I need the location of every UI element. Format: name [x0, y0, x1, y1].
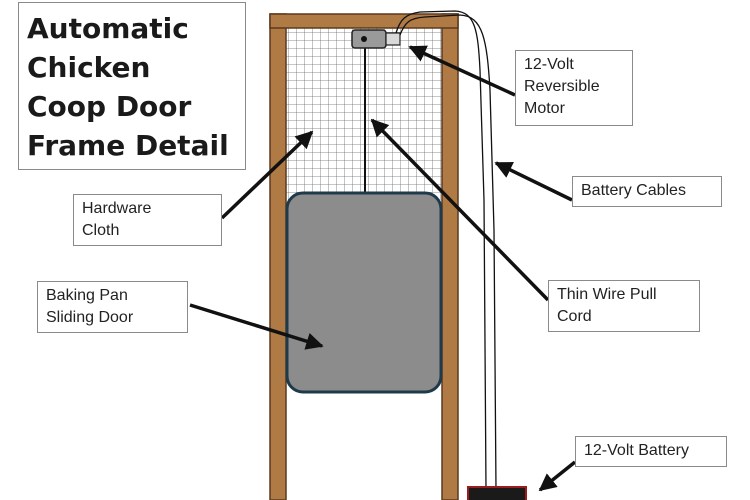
- diagram-title: Automatic Chicken Coop Door Frame Detail: [18, 2, 246, 170]
- motor-terminal: [385, 32, 401, 46]
- frame-right-post: [441, 13, 459, 500]
- battery: [467, 486, 527, 500]
- label-battery: 12-Volt Battery: [575, 436, 727, 467]
- arrow-pull-cord: [370, 118, 550, 302]
- label-pull-cord: Thin Wire Pull Cord: [548, 280, 700, 332]
- battery-cable-2: [399, 14, 497, 491]
- label-sliding-door: Baking Pan Sliding Door: [37, 281, 188, 333]
- title-line: Frame Detail: [27, 129, 229, 162]
- arrow-battery: [538, 460, 577, 492]
- label-hardware-cloth: Hardware Cloth: [73, 194, 222, 246]
- arrow-battery-cables: [494, 161, 573, 202]
- motor: [351, 29, 387, 49]
- arrow-sliding-door: [189, 303, 324, 350]
- frame-top-rail: [269, 13, 459, 29]
- arrow-hardware-cloth: [220, 130, 314, 220]
- label-battery-cables: Battery Cables: [572, 176, 722, 207]
- title-line: Chicken: [27, 51, 151, 84]
- title-line: Coop Door: [27, 90, 192, 123]
- motor-shaft: [361, 36, 367, 42]
- label-motor: 12-Volt Reversible Motor: [515, 50, 633, 126]
- frame-left-post: [269, 13, 287, 500]
- title-line: Automatic: [27, 12, 189, 45]
- sliding-door: [285, 191, 443, 394]
- arrow-motor: [408, 45, 516, 97]
- battery-cable-1: [395, 10, 487, 491]
